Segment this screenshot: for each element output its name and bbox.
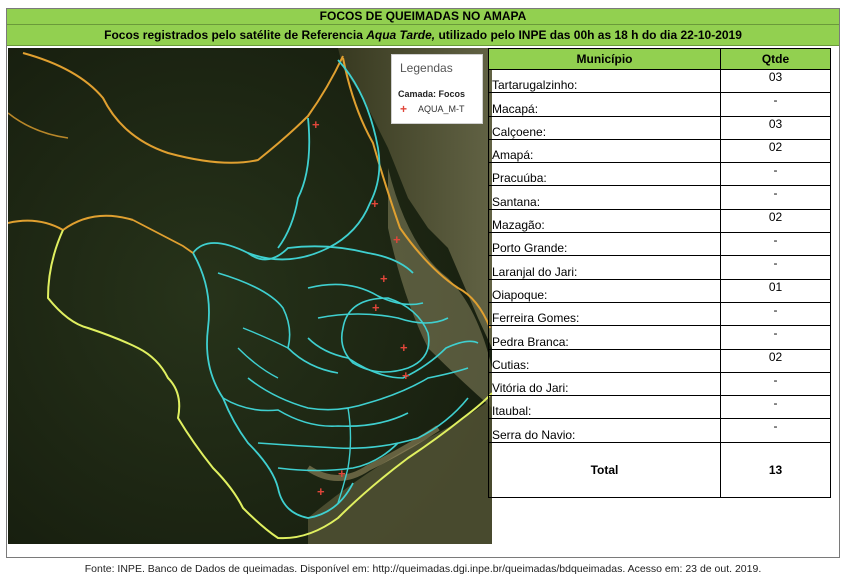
- fire-count: -: [720, 301, 831, 327]
- municipality-name: Serra do Navio:: [488, 418, 721, 443]
- fire-count: 03: [720, 68, 831, 94]
- report-title: FOCOS DE QUEIMADAS NO AMAPA: [7, 9, 839, 25]
- municipality-name: Oiapoque:: [488, 278, 721, 303]
- fire-count: 02: [720, 208, 831, 234]
- fire-count: 03: [720, 115, 831, 140]
- table-row: Tartarugalzinho:03: [488, 68, 831, 94]
- fire-count: -: [720, 255, 831, 280]
- fire-count: 02: [720, 138, 831, 164]
- municipality-name: Amapá:: [488, 138, 721, 164]
- municipality-name: Mazagão:: [488, 208, 721, 234]
- table-row: Porto Grande:-: [488, 232, 831, 257]
- fire-count: -: [720, 418, 831, 443]
- subtitle-text-start: Focos registrados pelo satélite de Refer…: [104, 28, 367, 42]
- municipality-name: Vitória do Jari:: [488, 371, 721, 397]
- table-row: Santana:-: [488, 185, 831, 210]
- fire-plus-icon: +: [400, 102, 408, 116]
- municipality-name: Pedra Branca:: [488, 325, 721, 350]
- source-citation: Fonte: INPE. Banco de Dados de queimadas…: [84, 563, 762, 575]
- fire-focus-marker: +: [371, 196, 379, 211]
- fire-focus-marker: +: [393, 232, 401, 247]
- fire-focus-marker: +: [380, 271, 388, 286]
- fire-count: -: [720, 92, 831, 117]
- table-row: Cutias:02: [488, 348, 831, 373]
- fire-focus-marker: +: [400, 340, 408, 355]
- fire-count: 01: [720, 278, 831, 303]
- table-row: Itaubal:-: [488, 395, 831, 420]
- table-row: Mazagão:02: [488, 208, 831, 234]
- municipality-table: Município Qtde Tartarugalzinho:03 Macapá…: [488, 48, 831, 498]
- fire-count: -: [720, 162, 831, 187]
- fire-count: -: [720, 232, 831, 257]
- table-header-row: Município Qtde: [488, 48, 831, 70]
- fire-focus-marker: +: [372, 300, 380, 315]
- column-header-qtde: Qtde: [720, 48, 831, 70]
- map-legend: Legendas Camada: Focos + AQUA_M-T: [391, 54, 483, 124]
- municipality-name: Itaubal:: [488, 395, 721, 420]
- table-row: Amapá:02: [488, 138, 831, 164]
- fire-count: 02: [720, 348, 831, 373]
- total-label: Total: [488, 441, 721, 498]
- satellite-map-image: [8, 48, 492, 544]
- total-value: 13: [720, 441, 831, 498]
- table-row: Laranjal do Jari:-: [488, 255, 831, 280]
- municipality-name: Tartarugalzinho:: [488, 68, 721, 94]
- fire-focus-marker: +: [317, 484, 325, 499]
- legend-title: Legendas: [400, 61, 453, 75]
- municipality-name: Calçoene:: [488, 115, 721, 140]
- legend-layer-label: Camada: Focos: [398, 89, 466, 99]
- table-row: Serra do Navio:-: [488, 418, 831, 443]
- municipality-name: Macapá:: [488, 92, 721, 117]
- fire-focus-marker: +: [312, 117, 320, 132]
- municipality-name: Cutias:: [488, 348, 721, 373]
- subtitle-satellite: Aqua Tarde,: [366, 28, 436, 42]
- fire-map: + + + + + + + + + Legendas Camada: Focos…: [8, 48, 492, 544]
- fire-count: -: [720, 325, 831, 350]
- fire-focus-marker: +: [338, 466, 346, 481]
- legend-item-label: AQUA_M-T: [418, 104, 465, 114]
- municipality-name: Pracuúba:: [488, 162, 721, 187]
- fire-count: -: [720, 395, 831, 420]
- municipality-name: Ferreira Gomes:: [488, 301, 721, 327]
- table-row: Pracuúba:-: [488, 162, 831, 187]
- fire-count: -: [720, 185, 831, 210]
- column-header-municipio: Município: [488, 48, 721, 70]
- total-row: Total 13: [488, 441, 831, 498]
- table-row: Pedra Branca:-: [488, 325, 831, 350]
- report-subtitle: Focos registrados pelo satélite de Refer…: [7, 25, 839, 46]
- table-row: Vitória do Jari:-: [488, 371, 831, 397]
- table-row: Calçoene:03: [488, 115, 831, 140]
- municipality-name: Porto Grande:: [488, 232, 721, 257]
- table-row: Ferreira Gomes:-: [488, 301, 831, 327]
- fire-focus-marker: +: [402, 368, 410, 383]
- fire-count: -: [720, 371, 831, 397]
- subtitle-text-end: utilizado pelo INPE das 00h as 18 h do d…: [435, 28, 742, 42]
- municipality-name: Laranjal do Jari:: [488, 255, 721, 280]
- table-row: Macapá:-: [488, 92, 831, 117]
- table-row: Oiapoque:01: [488, 278, 831, 303]
- municipality-name: Santana:: [488, 185, 721, 210]
